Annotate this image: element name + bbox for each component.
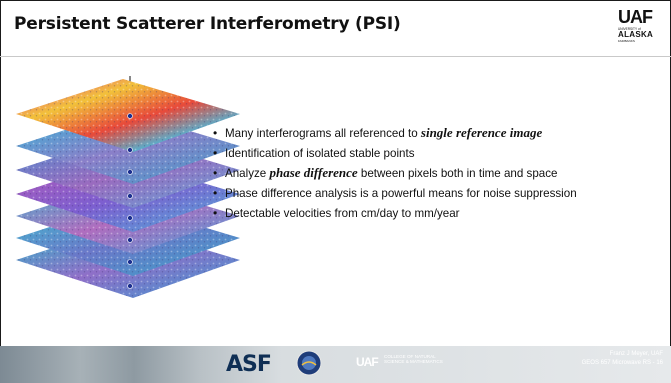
college-name: COLLEGE OF NATURAL SCIENCE & MATHEMATICS <box>384 354 443 364</box>
bullet-item: Identification of isolated stable points <box>213 144 577 164</box>
footer-credit: Franz J Meyer, UAF GEOS 657 Microwave RS… <box>581 351 663 366</box>
seal-icon <box>296 350 322 376</box>
bullet-item: Detectable velocities from cm/day to mm/… <box>213 204 577 224</box>
asf-logo-icon: ASF <box>226 352 272 377</box>
logo-university: UNIVERSITY of <box>618 27 641 31</box>
bullet-list: Many interferograms all referenced to si… <box>213 124 577 224</box>
scatterer-points <box>127 113 133 289</box>
footer-banner: ASF UAF COLLEGE OF NATURAL SCIENCE & MAT… <box>0 346 671 383</box>
bullet-item: Many interferograms all referenced to si… <box>213 124 577 144</box>
logo-fairbanks: FAIRBANKS <box>618 39 635 43</box>
slide-title: Persistent Scatterer Interferometry (PSI… <box>14 14 401 34</box>
title-divider <box>0 56 671 57</box>
uaf-college-logo-icon: UAF <box>356 355 379 369</box>
interferogram-stack-icon <box>16 76 240 298</box>
bullet-item: Analyze phase difference between pixels … <box>213 164 577 184</box>
uaf-logo-icon: UAF UNIVERSITY of ALASKA FAIRBANKS <box>618 8 660 48</box>
logo-alaska: ALASKA <box>618 30 654 39</box>
logo-mark: UAF <box>618 7 653 27</box>
bullet-item: Phase difference analysis is a powerful … <box>213 184 577 204</box>
